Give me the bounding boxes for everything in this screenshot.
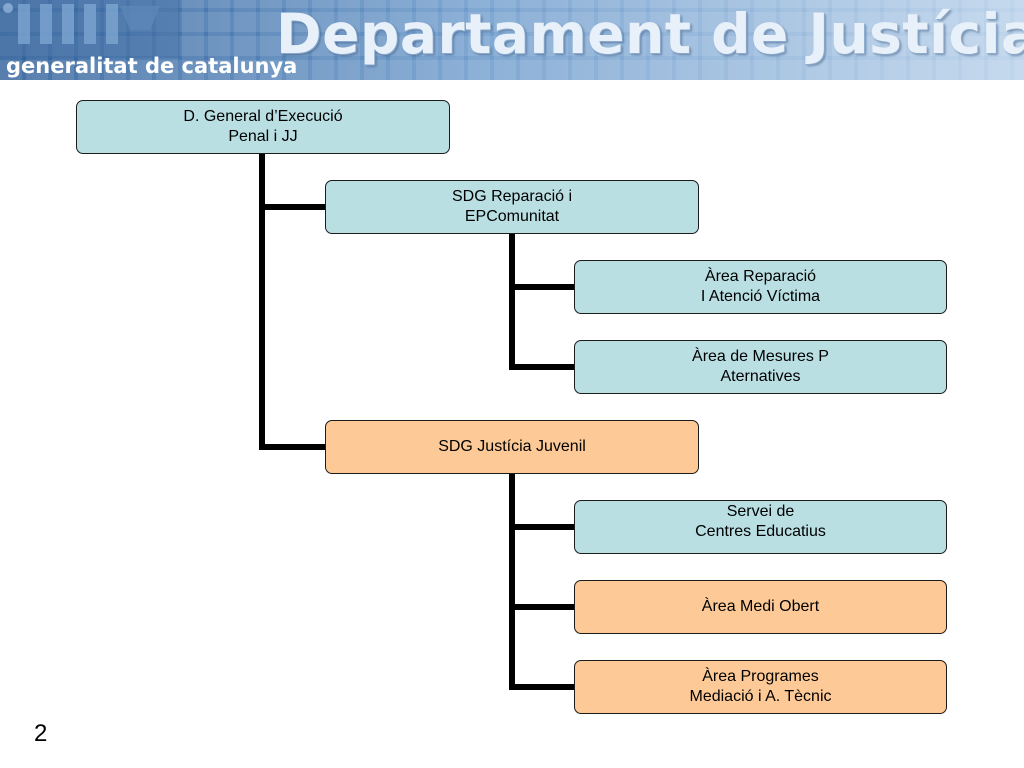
- node-area-programes: Àrea Programes Mediació i A. Tècnic: [574, 660, 947, 714]
- node-servei-centres-line-2: Centres Educatius: [695, 523, 826, 540]
- node-area-reparacio-line-2: I Atenció Víctima: [700, 288, 821, 305]
- node-sdg-juvenil: SDG Justícia Juvenil: [325, 420, 699, 474]
- node-area-mesures-line-2: Aternatives: [720, 368, 801, 385]
- node-area-medi-line-1: Àrea Medi Obert: [701, 598, 820, 615]
- node-root: D. General d’Execució Penal i JJ: [76, 100, 450, 154]
- node-area-mesures-line-1: Àrea de Mesures P: [692, 348, 829, 365]
- node-root-line-2: Penal i JJ: [228, 128, 298, 145]
- page-title: Departament de Justícia: [276, 2, 1024, 66]
- node-area-medi: Àrea Medi Obert: [574, 580, 947, 634]
- node-root-line-1: D. General d’Execució: [183, 108, 343, 125]
- node-servei-centres: Servei de Centres Educatius: [574, 500, 947, 554]
- generalitat-logo-icon: [0, 0, 180, 58]
- node-area-mesures: Àrea de Mesures P Aternatives: [574, 340, 947, 394]
- node-area-reparacio: Àrea Reparació I Atenció Víctima: [574, 260, 947, 314]
- node-sdg-reparacio-line-1: SDG Reparació i: [451, 188, 573, 205]
- page-number: 2: [34, 720, 48, 747]
- organization-name: generalitat de catalunya: [6, 54, 298, 78]
- node-sdg-reparacio: SDG Reparació i EPComunitat: [325, 180, 699, 234]
- node-area-reparacio-line-1: Àrea Reparació: [704, 268, 817, 285]
- node-sdg-reparacio-line-2: EPComunitat: [464, 208, 560, 225]
- node-sdg-juvenil-line-1: SDG Justícia Juvenil: [438, 438, 586, 455]
- header-banner: Departament de Justícia generalitat de c…: [0, 0, 1024, 80]
- node-servei-centres-line-1: Servei de: [726, 503, 795, 520]
- node-area-programes-line-2: Mediació i A. Tècnic: [689, 688, 832, 705]
- node-area-programes-line-1: Àrea Programes: [702, 668, 819, 685]
